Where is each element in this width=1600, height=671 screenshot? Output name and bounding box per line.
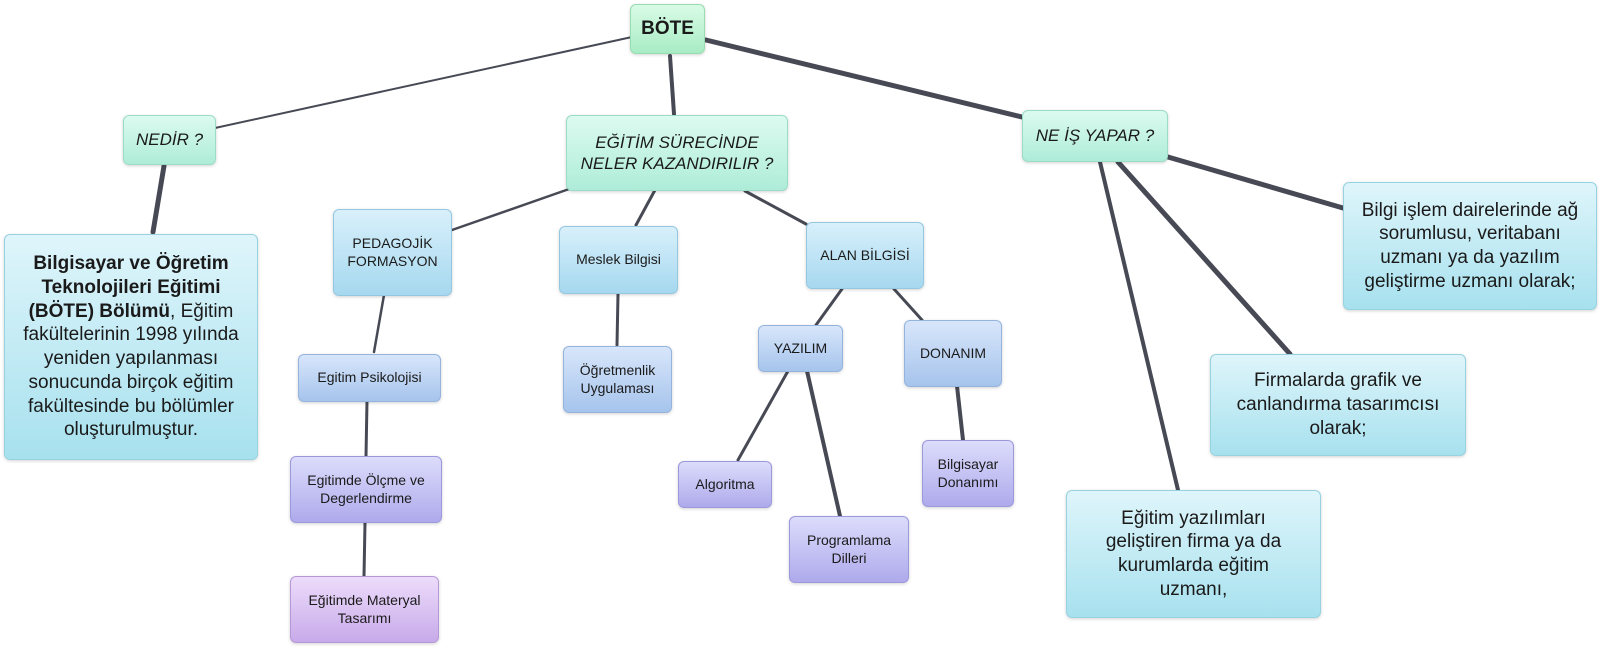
link-egitim-meslek [634,188,657,227]
link-donanim-bilgisayar [955,384,965,442]
root-node[interactable]: BÖTE [630,4,705,54]
pedagojik-label-1: PEDAGOJİK [352,235,433,251]
ne-is-yapar-label: NE İŞ YAPAR ? [1035,126,1155,146]
link-alan-yazilim [814,287,844,327]
algoritma-node[interactable]: Algoritma [678,461,772,508]
algoritma-label: Algoritma [695,475,755,492]
ogretmenlik-uygulamasi-label: Öğretmenlik Uygulaması [579,362,656,396]
yazilim-node[interactable]: YAZILIM [758,325,843,372]
nedir-label: NEDİR ? [135,130,204,150]
egitim-sureci-label-1: EĞİTİM SÜRECİNDE [595,132,759,152]
programlama-dilleri-label: Programlama Dilleri [806,532,892,566]
link-meslek-ogretmenlik [615,292,620,347]
firmalarda-grafik-label: Firmalarda grafik ve canlandırma tasarım… [1236,370,1440,439]
donanim-label: DONANIM [919,344,987,361]
alan-bilgisi-node[interactable]: ALAN BİLGİSİ [806,222,924,289]
egitim-psikolojisi-node[interactable]: Egitim Psikolojisi [298,354,441,402]
olcme-degerlendirme-label: Egitimde Ölçme ve Degerlendirme [307,472,425,506]
ne-is-yapar-node[interactable]: NE İŞ YAPAR ? [1022,110,1168,162]
alan-bilgisi-label: ALAN BİLGİSİ [820,246,910,263]
egitim-sureci-label-2: NELER KAZANDIRILIR ? [580,154,774,173]
nedir-description-node[interactable]: Bilgisayar ve Öğretim Teknolojileri Eğit… [4,234,258,460]
link-root-neis [703,37,1025,120]
egitim-uzmani-node[interactable]: Eğitim yazılımları geliştiren firma ya d… [1066,490,1321,618]
link-psiko-olcme [364,399,369,458]
pedagojik-label-2: FORMASYON [347,252,438,269]
nedir-description: Bilgisayar ve Öğretim Teknolojileri Eğit… [19,252,243,442]
yazilim-label: YAZILIM [773,339,828,356]
link-neis-egitim [1098,160,1180,492]
root-label: BÖTE [641,18,694,40]
link-egitim-alan [743,189,808,226]
bilgi-islem-node[interactable]: Bilgi işlem dairelerinde ağ sorumlusu, v… [1343,182,1597,310]
link-egitim-pedagojik [450,186,574,232]
bilgisayar-donanimi-node[interactable]: Bilgisayar Donanımı [922,440,1014,507]
pedagojik-formasyon-node[interactable]: PEDAGOJİK FORMASYON [333,209,452,296]
ogretmenlik-uygulamasi-node[interactable]: Öğretmenlik Uygulaması [563,346,672,413]
link-neis-firma [1115,159,1293,357]
egitim-sureci-node[interactable]: EĞİTİM SÜRECİNDE NELER KAZANDIRILIR ? [566,115,788,191]
egitim-psikolojisi-label: Egitim Psikolojisi [317,369,422,386]
nedir-node[interactable]: NEDİR ? [123,115,216,165]
meslek-bilgisi-label: Meslek Bilgisi [576,251,661,268]
bilgisayar-donanimi-label: Bilgisayar Donanımı [937,456,999,490]
link-alan-donanim [892,287,924,322]
materyal-tasarimi-node[interactable]: Eğitimde Materyal Tasarımı [290,576,439,643]
programlama-dilleri-node[interactable]: Programlama Dilleri [789,516,909,583]
egitim-uzmani-label: Eğitim yazılımları geliştiren firma ya d… [1105,507,1282,600]
link-root-egitim [668,54,676,116]
link-neis-bilgi [1165,154,1346,211]
olcme-degerlendirme-node[interactable]: Egitimde Ölçme ve Degerlendirme [290,456,442,523]
link-yazilim-algoritma [736,369,790,462]
materyal-tasarimi-label: Eğitimde Materyal Tasarımı [308,592,421,626]
meslek-bilgisi-node[interactable]: Meslek Bilgisi [559,226,678,294]
firmalarda-grafik-node[interactable]: Firmalarda grafik ve canlandırma tasarım… [1210,354,1466,456]
link-yazilim-programlama [805,369,842,518]
link-olcme-materyal [362,521,367,578]
nedir-description-bold: Bilgisayar ve Öğretim Teknolojileri Eğit… [28,253,229,322]
link-nedir-desc [150,163,167,235]
donanim-node[interactable]: DONANIM [904,320,1002,387]
nedir-description-rest: , Eğitim fakültelerinin 1998 yılında yen… [23,300,239,441]
bilgi-islem-label: Bilgi işlem dairelerinde ağ sorumlusu, v… [1361,199,1579,292]
link-pedagojik-psiko [372,293,386,354]
link-root-nedir [214,36,633,129]
